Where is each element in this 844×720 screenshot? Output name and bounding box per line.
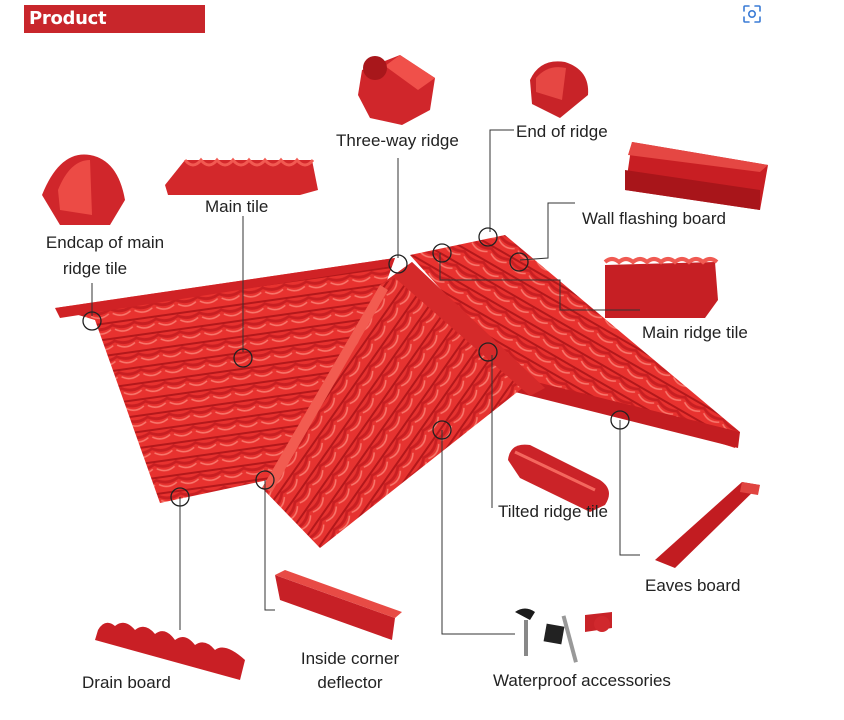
label-eaves-board: Eaves board — [645, 576, 741, 595]
inside-corner-deflector-image — [275, 570, 402, 640]
main-ridge-tile-image — [603, 257, 719, 318]
leader-lines — [91, 129, 640, 635]
wall-flashing-board-image — [625, 142, 768, 210]
eaves-board-image — [655, 482, 760, 568]
label-endcap-line2: ridge tile — [62, 259, 128, 278]
label-inside-corner-line1: Inside corner — [300, 649, 400, 668]
roof-front-plane — [262, 262, 545, 548]
label-endcap-line1: Endcap of main — [45, 233, 165, 252]
label-main-ridge-tile: Main ridge tile — [642, 323, 748, 342]
drain-board-image — [95, 622, 245, 680]
product-categories-header: Product Categories — [24, 5, 205, 57]
label-wall-flashing-board: Wall flashing board — [582, 209, 726, 228]
scan-lens-icon[interactable] — [741, 3, 763, 25]
label-three-way-ridge: Three-way ridge — [336, 131, 459, 150]
label-main-tile: Main tile — [205, 197, 269, 216]
three-way-ridge-image — [358, 55, 435, 125]
label-waterproof-accessories: Waterproof accessories — [493, 671, 671, 690]
label-inside-corner-line2: deflector — [317, 673, 383, 692]
label-tilted-ridge-tile: Tilted ridge tile — [498, 502, 608, 521]
end-of-ridge-image — [530, 61, 589, 118]
tilted-ridge-tile-image — [508, 444, 609, 512]
main-tile-image — [165, 157, 318, 195]
roof-left-plane — [55, 258, 395, 503]
label-end-of-ridge: End of ridge — [516, 122, 608, 141]
roof-right-plane — [410, 235, 740, 448]
label-drain-board: Drain board — [82, 673, 171, 692]
waterproof-accessories-image — [515, 608, 612, 663]
endcap-main-ridge-image — [42, 154, 125, 225]
callout-circles — [82, 227, 630, 507]
